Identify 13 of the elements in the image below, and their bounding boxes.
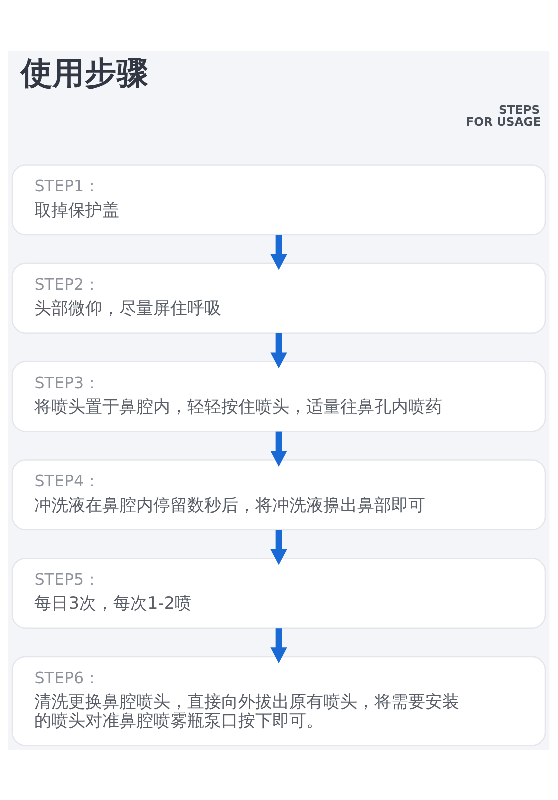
node-box: STEP6： 清洗更换鼻腔喷头，直接向外拔出原有喷头，将需要安装的喷头对准鼻腔喷雾瓶泵口按下即可。 — [12, 656, 546, 746]
arrow — [270, 234, 288, 270]
node-box: STEP4： 冲洗液在鼻腔内停留数秒后，将冲洗液擤出鼻部即可 — [12, 459, 546, 530]
arrow — [270, 332, 288, 368]
diagram-title: 使用步骤 — [20, 55, 149, 92]
node-box: STEP3： 将喷头置于鼻腔内，轻轻按住喷头，适量往鼻孔内喷药 — [12, 360, 546, 432]
node-box: STEP1： 取掉保护盖 — [12, 164, 546, 236]
arrow — [270, 431, 288, 466]
arrow — [270, 530, 288, 565]
arrow — [270, 628, 288, 663]
node-box: STEP5： 每日3次，每次1-2喷 — [12, 557, 546, 629]
label: STEPS FOR USAGE — [466, 102, 542, 128]
node-box: STEP2： 头部微仰，尽量屏住呼吸 — [12, 262, 546, 334]
